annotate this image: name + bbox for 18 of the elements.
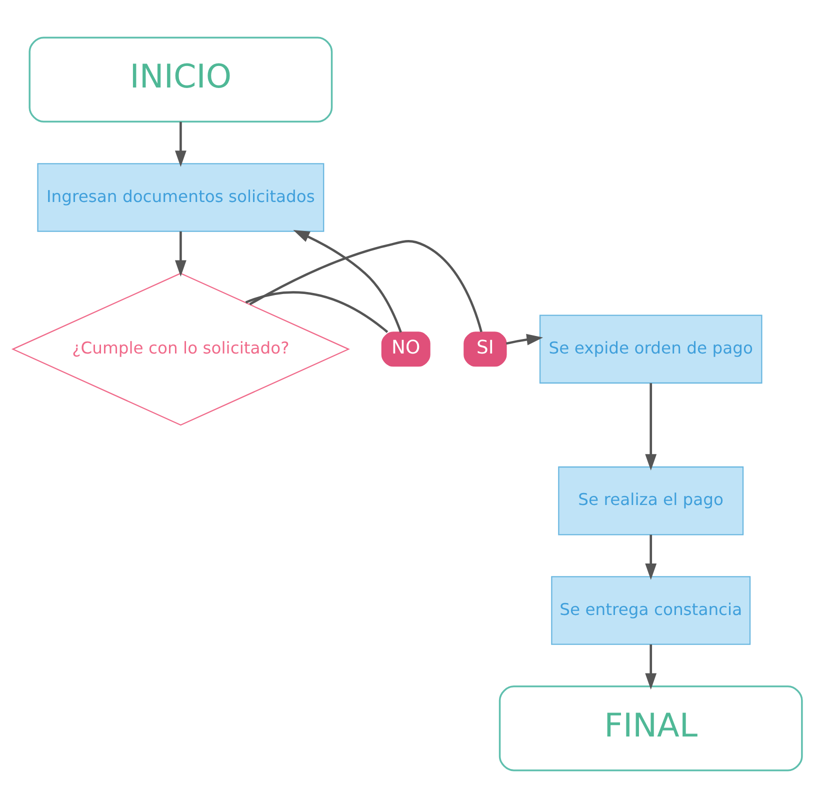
connector — [245, 291, 388, 333]
connector — [249, 240, 482, 332]
node-box: INICIO — [28, 36, 333, 123]
arrow — [645, 644, 657, 690]
node-box: Se entrega constancia — [551, 576, 751, 645]
arrow — [645, 383, 657, 470]
node-box: Ingresan documentos solicitados — [37, 163, 324, 232]
arrow — [293, 230, 402, 333]
arrow — [174, 122, 186, 167]
node-box: FINAL — [498, 685, 803, 772]
arrow — [174, 231, 186, 277]
node-box: SI — [464, 332, 507, 367]
node-diamond: ¿Cumple con lo solicitado? — [11, 272, 350, 426]
node-box: Se realiza el pago — [558, 466, 744, 536]
node-box: NO — [381, 332, 430, 367]
node-box: Se expide orden de pago — [539, 314, 762, 384]
arrow — [506, 334, 544, 346]
arrow — [645, 534, 657, 580]
